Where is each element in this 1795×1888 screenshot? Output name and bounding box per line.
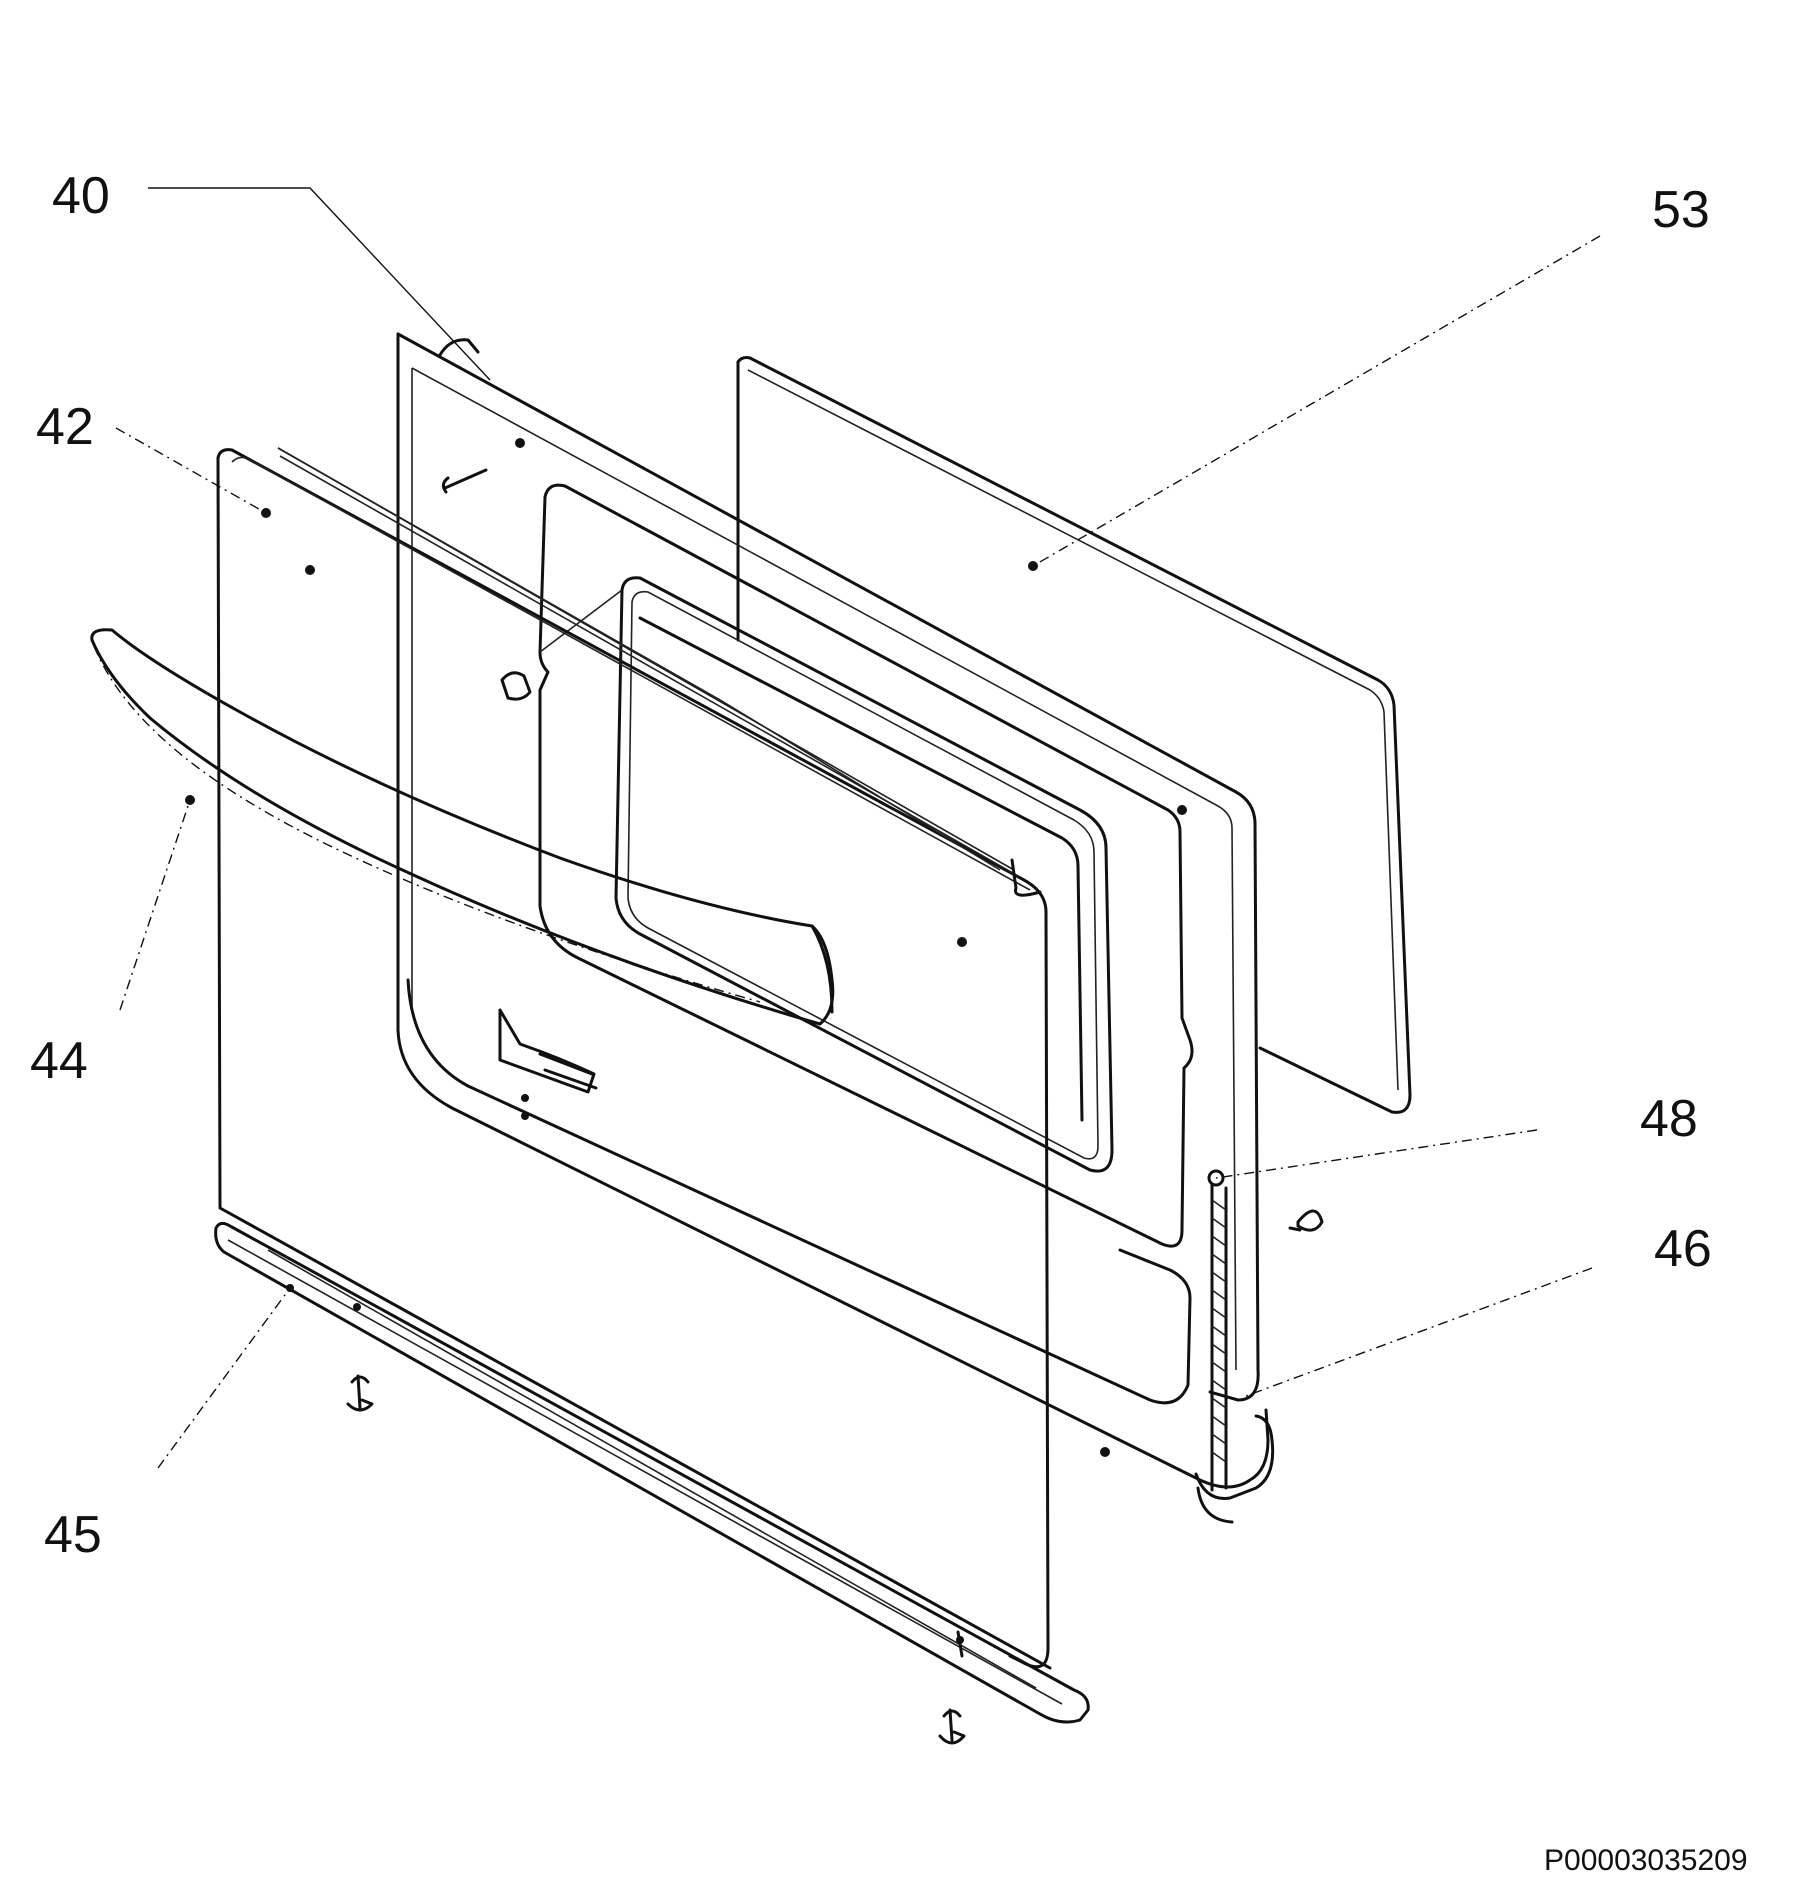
part-45-bottom-trim (214, 1221, 1090, 1745)
label-part-48: 48 (1640, 1090, 1698, 1148)
part-53-rear-glass (736, 356, 1412, 1114)
drawing-code: P00003035209 (1544, 1844, 1748, 1877)
label-part-53: 53 (1652, 181, 1710, 239)
label-part-45: 45 (44, 1506, 102, 1564)
inner-window-glass (614, 576, 1114, 1173)
part-40-inner-panel (396, 332, 1324, 1524)
label-part-42: 42 (36, 398, 94, 456)
label-part-44: 44 (30, 1032, 88, 1090)
label-part-46: 46 (1654, 1220, 1712, 1278)
part-42-outer-glass (216, 447, 1052, 1670)
leader-lines (115, 187, 1601, 1469)
part-44-handle (90, 628, 835, 1120)
label-part-40: 40 (52, 167, 110, 225)
